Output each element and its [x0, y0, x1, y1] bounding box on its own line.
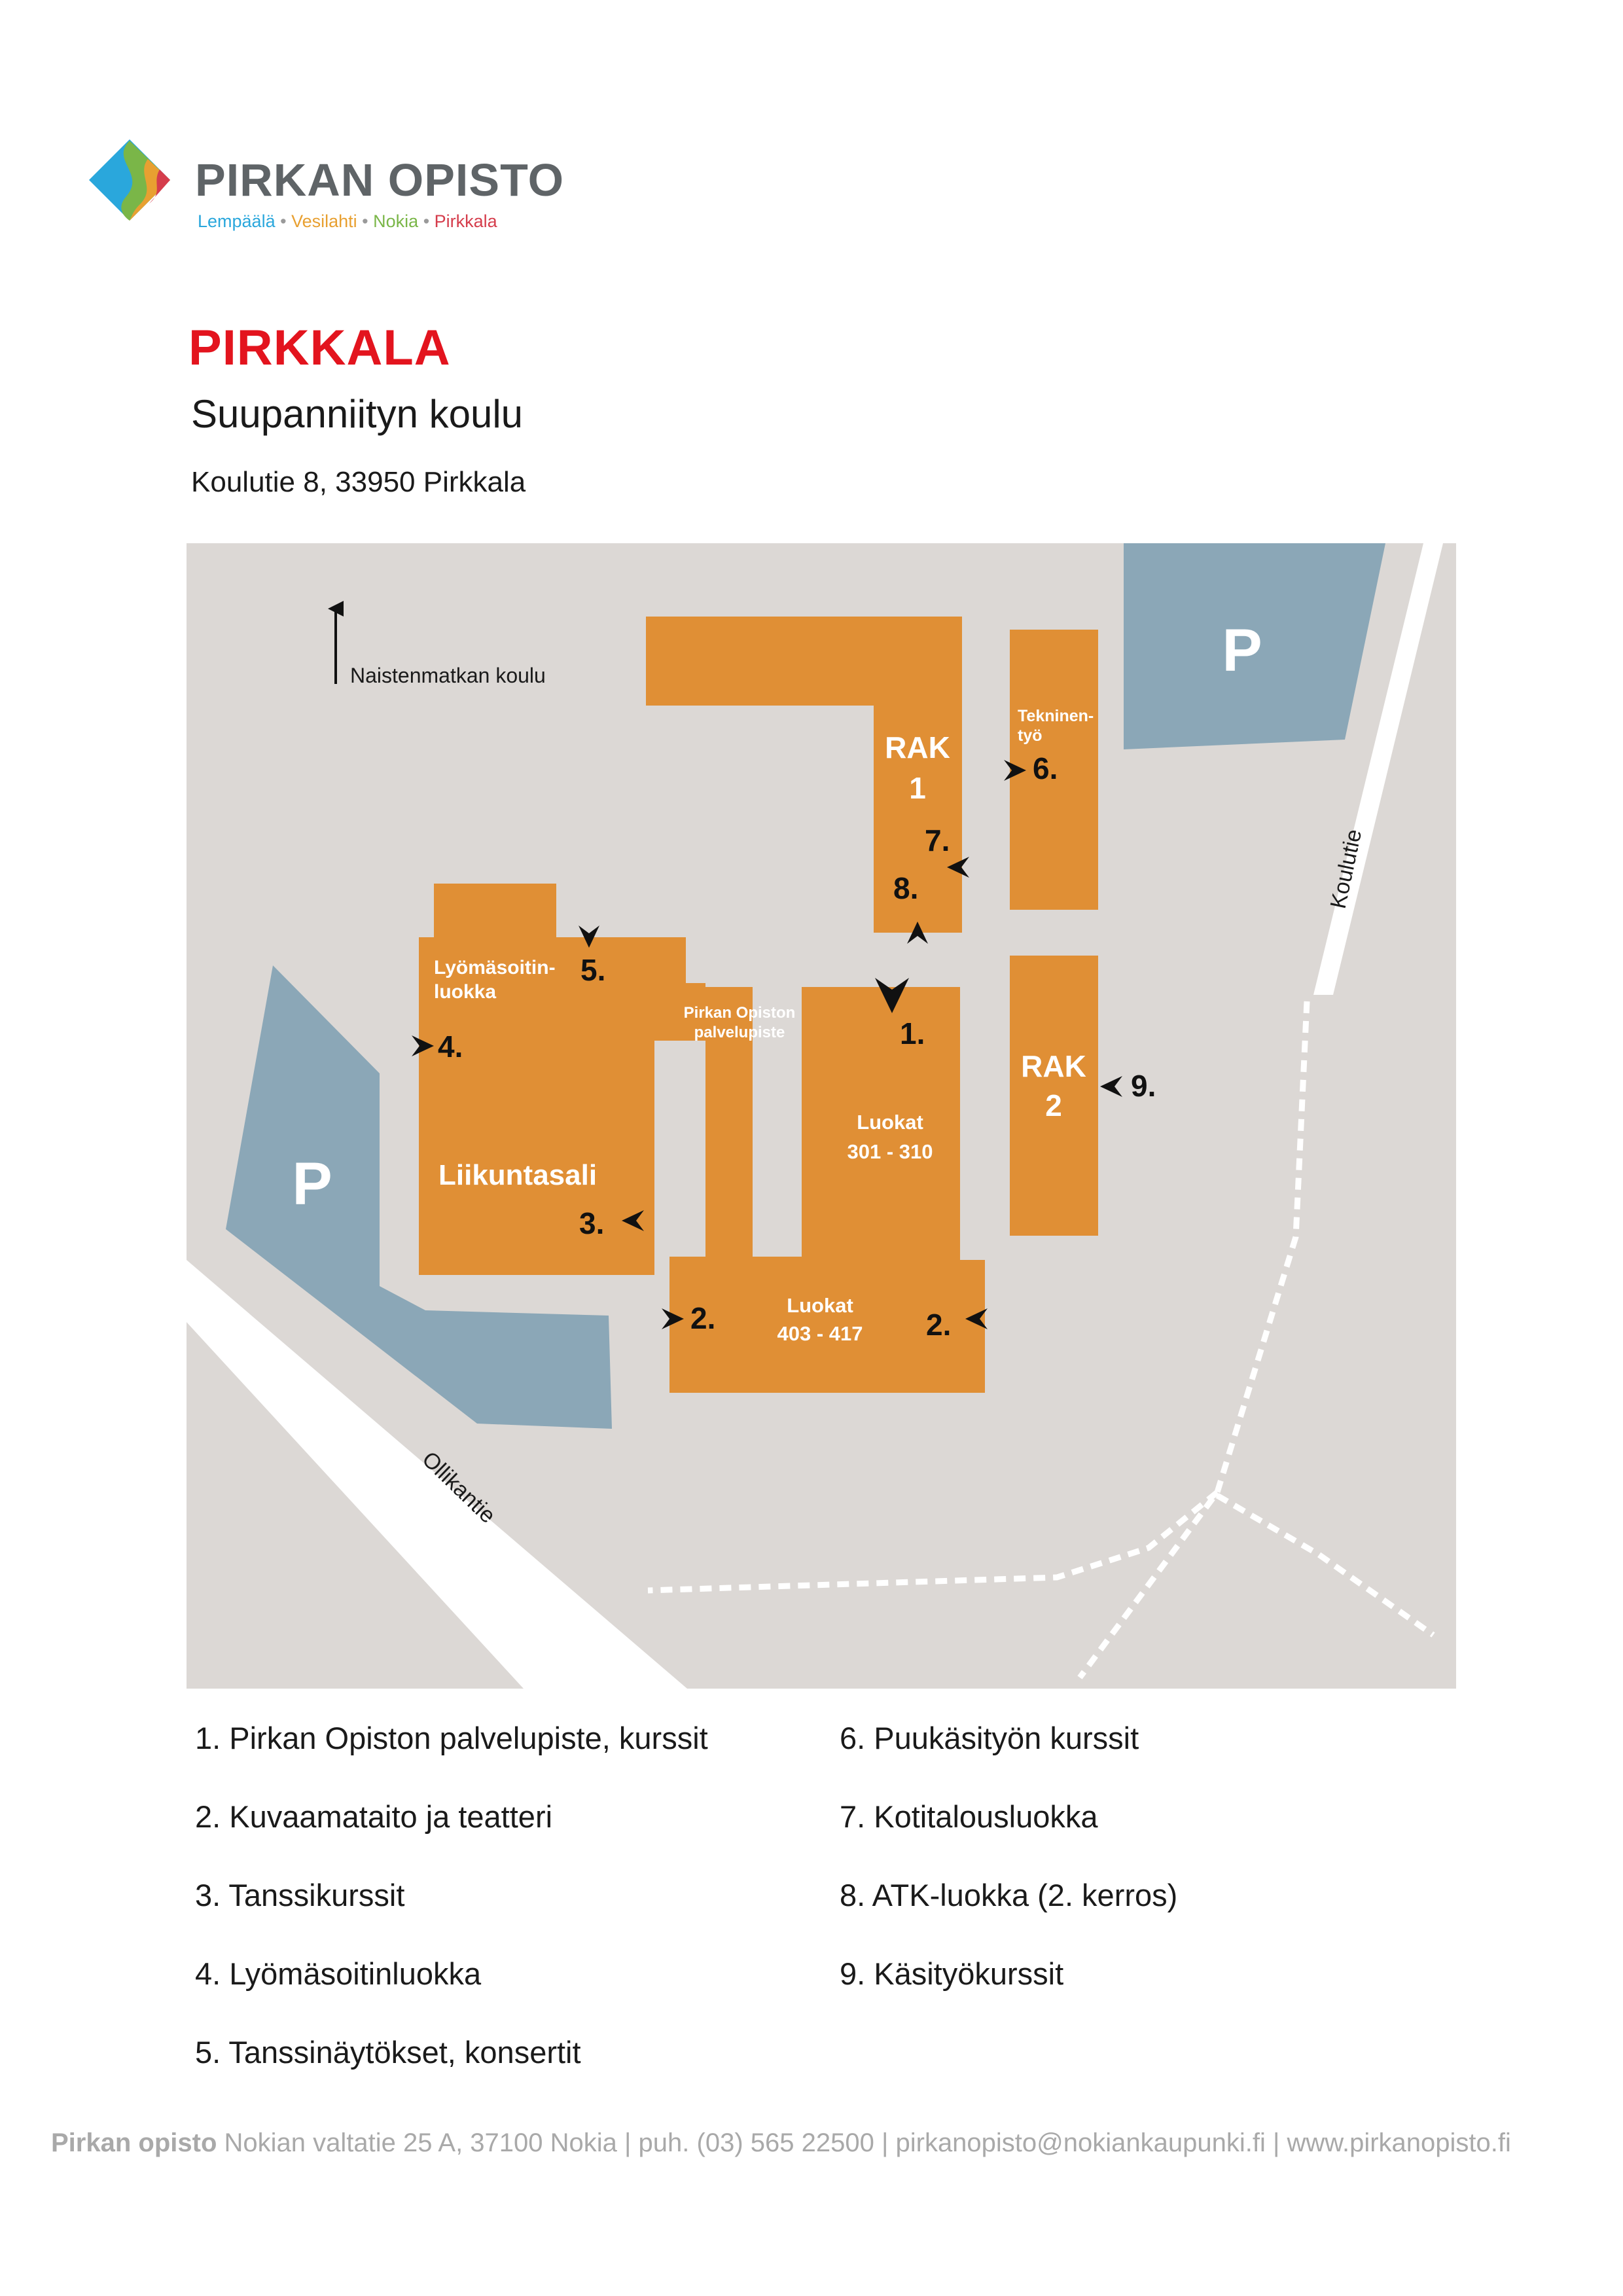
legend-item-8: 8. ATK-luokka (2. kerros): [840, 1878, 1178, 1912]
footer-email: pirkanopisto@nokiankaupunki.fi: [895, 2128, 1266, 2157]
ollikantie-road: [187, 1260, 687, 1689]
entrance-arrow-icon: [1004, 760, 1026, 781]
palvelupiste-label: Pirkan Opiston: [684, 1004, 796, 1022]
legend-item-7: 7. Kotitalousluokka: [840, 1799, 1098, 1834]
town-vesilahti: Vesilahti: [291, 211, 357, 231]
entrance-arrow-icon: [579, 925, 599, 948]
footer-org: Pirkan opisto: [51, 2128, 217, 2157]
legend-item-9: 9. Käsityökurssit: [840, 1956, 1064, 1991]
legend-item-4: 4. Lyömäsoitinluokka: [195, 1956, 482, 1991]
footer-separator: |: [1273, 2128, 1280, 2157]
parking-label: P: [1222, 617, 1262, 684]
flame-logo-icon: [89, 139, 170, 221]
luokat-403-label: 403 - 417: [777, 1322, 863, 1345]
footer-phone: puh. (03) 565 22500: [638, 2128, 874, 2157]
building-rak1: [646, 617, 962, 933]
pirkan-opisto-logo: PIRKAN OPISTO Lempäälä • Vesilahti • Nok…: [84, 134, 563, 239]
luokat-301-label: Luokat: [857, 1111, 923, 1134]
brand-towns: Lempäälä • Vesilahti • Nokia • Pirkkala: [198, 211, 497, 232]
luokat-301-label: 301 - 310: [847, 1140, 933, 1163]
legend-item-1: 1. Pirkan Opiston palvelupiste, kurssit: [195, 1721, 708, 1755]
palvelupiste-label: palvelupiste: [694, 1024, 785, 1041]
footpaths: [647, 1001, 1435, 1679]
lyomasoitin-label: Lyömäsoitin-: [434, 957, 556, 978]
brand-name: PIRKAN OPISTO: [195, 154, 565, 206]
rak1-label: RAK: [885, 730, 950, 764]
footer-separator: |: [881, 2128, 889, 2157]
marker-9: 9.: [1131, 1069, 1156, 1103]
town-separator: •: [362, 211, 368, 231]
legend-item-3: 3. Tanssikurssit: [195, 1878, 405, 1912]
site-map: P P RAK 1 Tekninen- työ RAK 2 Lyömäsoiti…: [187, 543, 1456, 1689]
parking-top-right: [1124, 543, 1385, 749]
tekninen-label: työ: [1018, 726, 1043, 745]
school-name: Suupanniityn koulu: [191, 392, 524, 436]
marker-2: 2.: [926, 1308, 951, 1342]
building-rak2: [1010, 956, 1098, 1236]
town-lempaala: Lempäälä: [198, 211, 276, 231]
legend-item-2: 2. Kuvaamataito ja teatteri: [195, 1799, 553, 1834]
footer-contact: Pirkan opisto Nokian valtatie 25 A, 3710…: [51, 2128, 1511, 2158]
footer-separator: |: [624, 2128, 632, 2157]
entrance-arrow-icon: [965, 1308, 988, 1329]
marker-6: 6.: [1033, 751, 1058, 785]
rak1-label: 1: [909, 771, 926, 805]
building-connector: [654, 983, 705, 1041]
entrance-arrows: [412, 760, 1122, 1329]
building-liikuntasali: [419, 884, 686, 1275]
marker-3: 3.: [579, 1206, 604, 1240]
north-label: Naistenmatkan koulu: [350, 664, 546, 687]
town-nokia: Nokia: [373, 211, 419, 231]
legend-item-6: 6. Puukäsityön kurssit: [840, 1721, 1139, 1755]
marker-5: 5.: [580, 953, 605, 987]
entrance-arrow-icon: [1100, 1076, 1122, 1097]
legend-item-5: 5. Tanssinäytökset, konsertit: [195, 2035, 581, 2070]
luokat-403-label: Luokat: [787, 1294, 853, 1317]
town-pirkkala: Pirkkala: [434, 211, 497, 231]
building-luokat: [669, 987, 985, 1393]
marker-7: 7.: [925, 823, 950, 857]
footer-address: Nokian valtatie 25 A, 37100 Nokia: [224, 2128, 617, 2157]
school-address: Koulutie 8, 33950 Pirkkala: [191, 466, 526, 498]
parking-left: [226, 965, 612, 1429]
entrance-arrow-icon: [412, 1035, 434, 1056]
marker-4: 4.: [438, 1030, 463, 1064]
rak2-label: 2: [1045, 1088, 1062, 1122]
town-separator: •: [280, 211, 287, 231]
lyomasoitin-label: luokka: [434, 981, 496, 1003]
marker-2: 2.: [690, 1301, 715, 1335]
parking-label: P: [292, 1151, 332, 1217]
entrance-arrow-icon: [907, 922, 928, 944]
entrance-arrow-icon: [622, 1210, 644, 1231]
rak2-label: RAK: [1021, 1049, 1086, 1083]
entrance-arrow-icon: [875, 978, 909, 1013]
marker-1: 1.: [900, 1016, 925, 1050]
koulutie-road: [1313, 543, 1443, 995]
site-map-svg: P P RAK 1 Tekninen- työ RAK 2 Lyömäsoiti…: [187, 543, 1456, 1689]
liikuntasali-label: Liikuntasali: [438, 1159, 597, 1191]
footer-web: www.pirkanopisto.fi: [1287, 2128, 1511, 2157]
tekninen-label: Tekninen-: [1018, 707, 1094, 725]
page-title: PIRKKALA: [188, 320, 451, 376]
marker-8: 8.: [893, 871, 918, 905]
entrance-arrow-icon: [662, 1308, 684, 1329]
entrance-arrow-icon: [947, 857, 969, 878]
town-separator: •: [423, 211, 430, 231]
